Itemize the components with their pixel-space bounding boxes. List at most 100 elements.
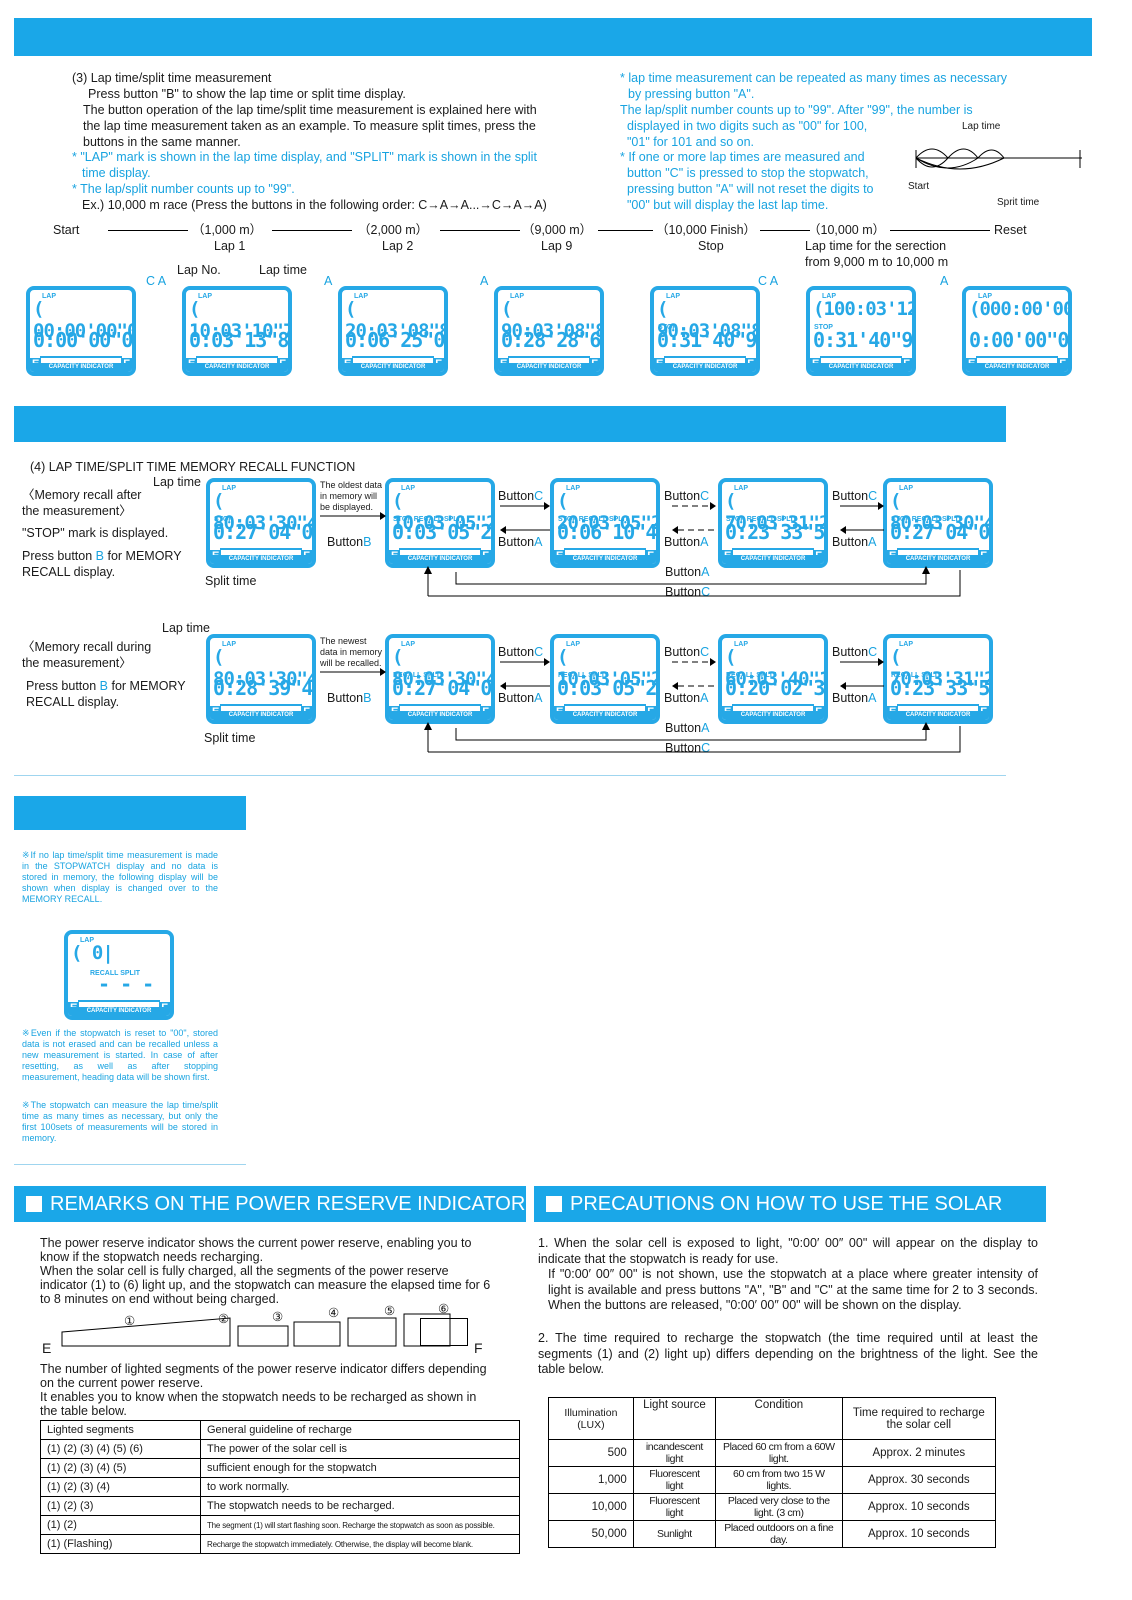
solar-p3: 2. The time required to recharge the sto…: [538, 1331, 1038, 1376]
header-bar-middle: [14, 406, 1006, 442]
race-m1: （1,000 m）: [192, 223, 263, 237]
lcd-race-0: LAP( 00:00'00"000:00'00"00EFCAPACITY IND…: [26, 286, 136, 376]
lap-mark: LAP: [899, 485, 913, 492]
race-m4: （10,000 Finish）: [656, 223, 757, 237]
button-label: ButtonA: [665, 721, 710, 735]
lap-mark: LAP: [822, 293, 836, 300]
lcd-race-2: LAP( 20:03'08"880:06'25"08EFCAPACITY IND…: [338, 286, 448, 376]
sec4-after2: the measurement〉: [22, 504, 132, 518]
race-arrow: [272, 230, 352, 231]
race-l4: Stop: [698, 239, 724, 253]
sec4-during1: 〈Memory recall during: [22, 640, 152, 654]
lcd-race-4: LAP( 90:03'08"88STOP0:31'40"95EFCAPACITY…: [650, 286, 760, 376]
button-label: ButtonB: [327, 691, 372, 705]
sec3-r2c: "01" for 101 and so on.: [627, 135, 755, 149]
sec4-during2: the measurement〉: [22, 656, 132, 670]
table-row: (1) (2)The segment (1) will start flashi…: [40, 1515, 520, 1535]
lcd-mem2-2: LAP( 10:03'05"20RECALL SPLIT0:03'05"20EF…: [550, 634, 660, 724]
table-row: (1) (2) (3) (4)to work normally.: [40, 1477, 520, 1497]
lcd-status: RECALL SPLIT: [891, 672, 942, 679]
lap-mark: LAP: [734, 641, 748, 648]
note-bar: [14, 796, 246, 830]
race-m3: （9,000 m）: [522, 223, 593, 237]
lap-mark: LAP: [198, 293, 212, 300]
sec4-stop: "STOP" mark is displayed.: [22, 526, 169, 540]
lcd-bottom-digits: 0:06'25"08: [345, 328, 448, 352]
capacity-segments: [196, 352, 278, 358]
lcd-top-digits: ( 80:03'30"45: [890, 490, 989, 534]
lcd-mem1-4: LAP( 80:03'30"45STOP RECALL SPLIT0:27'04…: [883, 478, 993, 568]
recall-arrows: [320, 502, 930, 585]
sec3-r1a: * lap time measurement can be repeated a…: [620, 71, 1007, 85]
lcd-top-digits: ( 10:03'10"77: [189, 298, 288, 342]
race-l1: Lap 1: [214, 239, 246, 253]
power-p2: When the solar cell is fully charged, al…: [40, 1264, 491, 1306]
note-a: ※If no lap time/split time measurement i…: [22, 850, 218, 904]
lcd-bottom-digits: 0:31'40"95: [657, 328, 760, 352]
capacity-indicator: CAPACITY INDICATOR: [654, 363, 756, 372]
sec3-r3c: pressing button "A" will not reset the d…: [627, 182, 874, 196]
capacity-indicator: CAPACITY INDICATOR: [810, 363, 912, 372]
race-laptime: Lap time: [259, 263, 307, 277]
capacity-indicator: CAPACITY INDICATOR: [887, 555, 989, 564]
race-m5: （10,000 m）: [808, 223, 886, 237]
race-reset: Reset: [994, 223, 1027, 237]
sec4-split: Split time: [205, 574, 257, 588]
lcd-top-digits: ( 00:00'00"00: [33, 298, 132, 342]
sec3-n2: * The lap/split number counts up to "99"…: [72, 182, 295, 196]
lcd-top-digits: ( 80:03'30"45: [392, 646, 491, 690]
button-label: ButtonC: [664, 489, 710, 503]
lap-mark: LAP: [566, 485, 580, 492]
sec3-r3a: * If one or more lap times are measured …: [620, 150, 865, 164]
capacity-segments: [399, 700, 481, 706]
power-p4: It enables you to know when the stopwatc…: [40, 1390, 477, 1418]
lcd-status: STOP RECALL SPLIT: [558, 516, 629, 523]
button-label: A: [324, 274, 333, 288]
recall-return-arrow: [424, 722, 961, 753]
table-row: (1) (Flashing)Recharge the stopwatch imm…: [40, 1534, 520, 1554]
lcd-top-digits: ( 70:03'31"28: [725, 490, 824, 534]
seg4: ④: [328, 1306, 340, 1320]
lap-mark: LAP: [42, 293, 56, 300]
capacity-segments: [976, 352, 1058, 358]
power-p3: The number of lighted segments of the po…: [40, 1362, 487, 1390]
button-label: ButtonC: [664, 645, 710, 659]
sec3-p2b: the lap time measurement taken as an exa…: [83, 119, 536, 133]
seg6-box: [420, 1318, 468, 1346]
capacity-segments: [897, 544, 979, 550]
race-arrow: [760, 230, 810, 231]
sec4-press3b: RECALL display.: [26, 695, 120, 709]
lap-mark: LAP: [666, 293, 680, 300]
button-label: ButtonA: [832, 691, 877, 705]
note-lcd: LAP ( 0| RECALL SPLIT - - - - EF CAPACIT…: [64, 930, 174, 1020]
button-label: A: [480, 274, 489, 288]
lap-mark: LAP: [510, 293, 524, 300]
square-icon: [546, 1196, 562, 1212]
lcd-status: STOP: [658, 324, 677, 331]
note-c: ※The stopwatch can measure the lap time/…: [22, 1100, 218, 1143]
lcd-bottom-digits: 0:27'04"03: [890, 520, 993, 544]
lap-mark: LAP: [401, 641, 415, 648]
button-label: ButtonC: [498, 645, 544, 659]
sec3-r1b: by pressing button "A".: [628, 87, 755, 101]
lap-mark: LAP: [222, 641, 236, 648]
lcd-top-digits: ( 60:03'40"15: [725, 646, 824, 690]
capacity-segments: [508, 352, 590, 358]
sec4-split2: Split time: [204, 731, 256, 745]
lcd-status: RECALL SPLIT: [726, 672, 777, 679]
sec3-n1b: time display.: [82, 166, 151, 180]
race-arrow: [108, 230, 188, 231]
diag-lap-label: Lap time: [962, 121, 1001, 132]
lcd-bottom-digits: 0:23'33"58: [725, 520, 828, 544]
button-label: ButtonB: [327, 535, 372, 549]
capacity-indicator: CAPACITY INDICATOR: [554, 711, 656, 720]
capacity-indicator: CAPACITY INDICATOR: [722, 711, 824, 720]
button-label: ButtonA: [832, 535, 877, 549]
power-E: E: [42, 1340, 52, 1356]
header-bar-top: [14, 18, 1092, 56]
sec3-ex: Ex.) 10,000 m race (Press the buttons in…: [82, 198, 547, 212]
